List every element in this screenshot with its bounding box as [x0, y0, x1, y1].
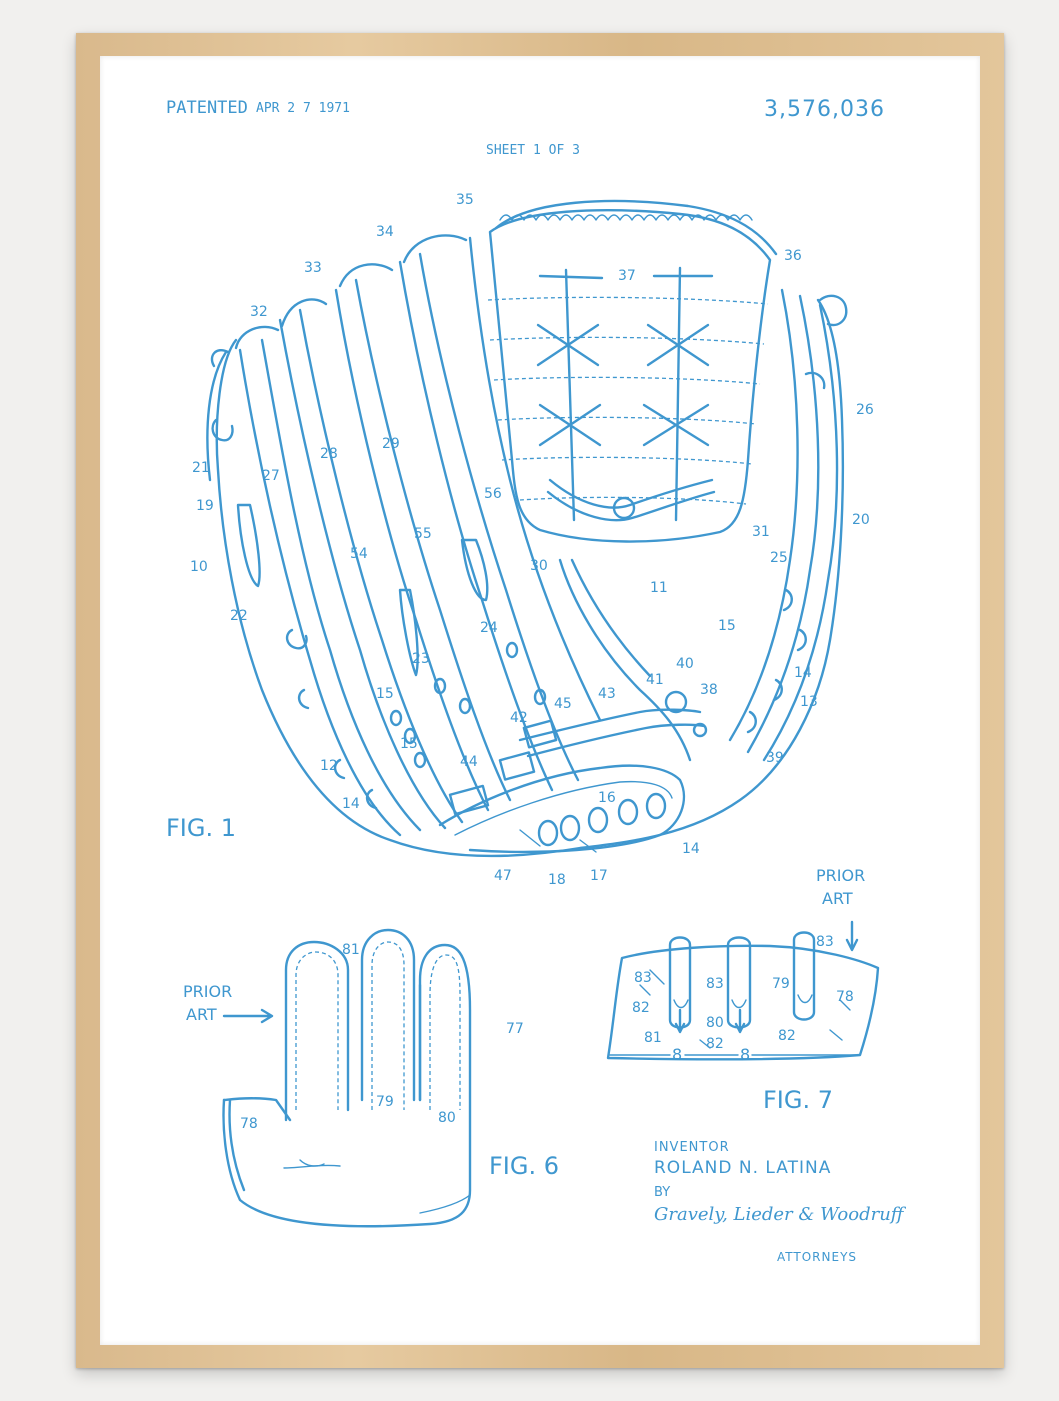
- svg-text:40: 40: [676, 656, 694, 672]
- fig7-section-drawing: [606, 920, 880, 1061]
- svg-text:18: 18: [548, 872, 566, 888]
- svg-text:77: 77: [506, 1021, 524, 1037]
- sheet-label: SHEET 1 OF 3: [486, 143, 580, 158]
- fig1-glove-drawing: [206, 199, 848, 858]
- fig1-reference-labels: 10 11 12 13 14 14 14 15 15 15 16 17 18 1…: [190, 192, 874, 888]
- svg-text:24: 24: [480, 620, 498, 636]
- svg-text:30: 30: [530, 558, 548, 574]
- prior-art-arrow-icon: [222, 1008, 274, 1024]
- svg-text:44: 44: [460, 754, 478, 770]
- svg-text:80: 80: [438, 1110, 456, 1126]
- fig7-prior-label: PRIOR: [816, 866, 866, 885]
- fig7-art-label: ART: [822, 889, 853, 908]
- svg-text:15: 15: [718, 618, 736, 634]
- svg-text:8: 8: [740, 1045, 750, 1064]
- svg-text:83: 83: [634, 970, 652, 986]
- svg-text:45: 45: [554, 696, 572, 712]
- svg-text:13: 13: [800, 694, 818, 710]
- svg-text:81: 81: [342, 942, 360, 958]
- svg-text:34: 34: [376, 224, 394, 240]
- fig6-prior-label: PRIOR: [183, 982, 233, 1001]
- attorneys-label: ATTORNEYS: [777, 1250, 858, 1264]
- svg-text:42: 42: [510, 710, 528, 726]
- svg-text:26: 26: [856, 402, 874, 418]
- svg-text:78: 78: [240, 1116, 258, 1132]
- svg-text:23: 23: [412, 651, 430, 667]
- svg-text:41: 41: [646, 672, 664, 688]
- svg-text:82: 82: [778, 1028, 796, 1044]
- svg-text:37: 37: [618, 268, 636, 284]
- svg-text:55: 55: [414, 526, 432, 542]
- svg-text:11: 11: [650, 580, 668, 596]
- svg-text:19: 19: [196, 498, 214, 514]
- inventor-name: ROLAND N. LATINA: [654, 1158, 832, 1178]
- fig7-caption: FIG. 7: [763, 1086, 834, 1114]
- svg-text:39: 39: [766, 750, 784, 766]
- poster-paper: [100, 56, 980, 1345]
- svg-text:12: 12: [320, 758, 338, 774]
- patented-label: PATENTED: [166, 98, 248, 118]
- svg-text:83: 83: [706, 976, 724, 992]
- svg-text:32: 32: [250, 304, 268, 320]
- svg-text:21: 21: [192, 460, 210, 476]
- svg-text:79: 79: [772, 976, 790, 992]
- svg-text:25: 25: [770, 550, 788, 566]
- svg-text:78: 78: [836, 989, 854, 1005]
- svg-text:43: 43: [598, 686, 616, 702]
- svg-text:15: 15: [376, 686, 394, 702]
- by-label: BY: [654, 1185, 671, 1200]
- svg-text:47: 47: [494, 868, 512, 884]
- ref-label: 10: [190, 559, 208, 575]
- svg-text:79: 79: [376, 1094, 394, 1110]
- svg-text:83: 83: [816, 934, 834, 950]
- svg-text:14: 14: [794, 665, 812, 681]
- svg-text:16: 16: [598, 790, 616, 806]
- fig6-art-label: ART: [186, 1005, 217, 1024]
- svg-text:20: 20: [852, 512, 870, 528]
- svg-text:54: 54: [350, 546, 368, 562]
- inventor-label: INVENTOR: [654, 1140, 730, 1155]
- svg-text:56: 56: [484, 486, 502, 502]
- svg-text:17: 17: [590, 868, 608, 884]
- svg-text:80: 80: [706, 1015, 724, 1031]
- svg-text:82: 82: [706, 1036, 724, 1052]
- fig6-reference-labels: 77 78 79 80 81: [240, 942, 524, 1132]
- svg-text:38: 38: [700, 682, 718, 698]
- svg-text:33: 33: [304, 260, 322, 276]
- fig6-liner-drawing: [222, 928, 472, 1228]
- svg-text:8: 8: [672, 1045, 682, 1064]
- svg-text:15: 15: [400, 736, 418, 752]
- fig6-caption: FIG. 6: [489, 1152, 560, 1180]
- patent-number: 3,576,036: [764, 97, 885, 122]
- svg-text:27: 27: [262, 468, 280, 484]
- svg-text:29: 29: [382, 436, 400, 452]
- svg-text:28: 28: [320, 446, 338, 462]
- svg-text:14: 14: [682, 841, 700, 857]
- svg-text:35: 35: [456, 192, 474, 208]
- fig1-caption: FIG. 1: [166, 814, 237, 842]
- svg-text:36: 36: [784, 248, 802, 264]
- svg-text:81: 81: [644, 1030, 662, 1046]
- svg-text:22: 22: [230, 608, 248, 624]
- svg-text:82: 82: [632, 1000, 650, 1016]
- fig7-reference-labels: 83 83 83 82 82 82 79 78 80 81 8 8: [609, 934, 861, 1064]
- svg-text:31: 31: [752, 524, 770, 540]
- attorney-signature: Gravely, Lieder & Woodruff: [654, 1204, 904, 1225]
- patented-date: APR 2 7 1971: [256, 101, 350, 116]
- svg-text:14: 14: [342, 796, 360, 812]
